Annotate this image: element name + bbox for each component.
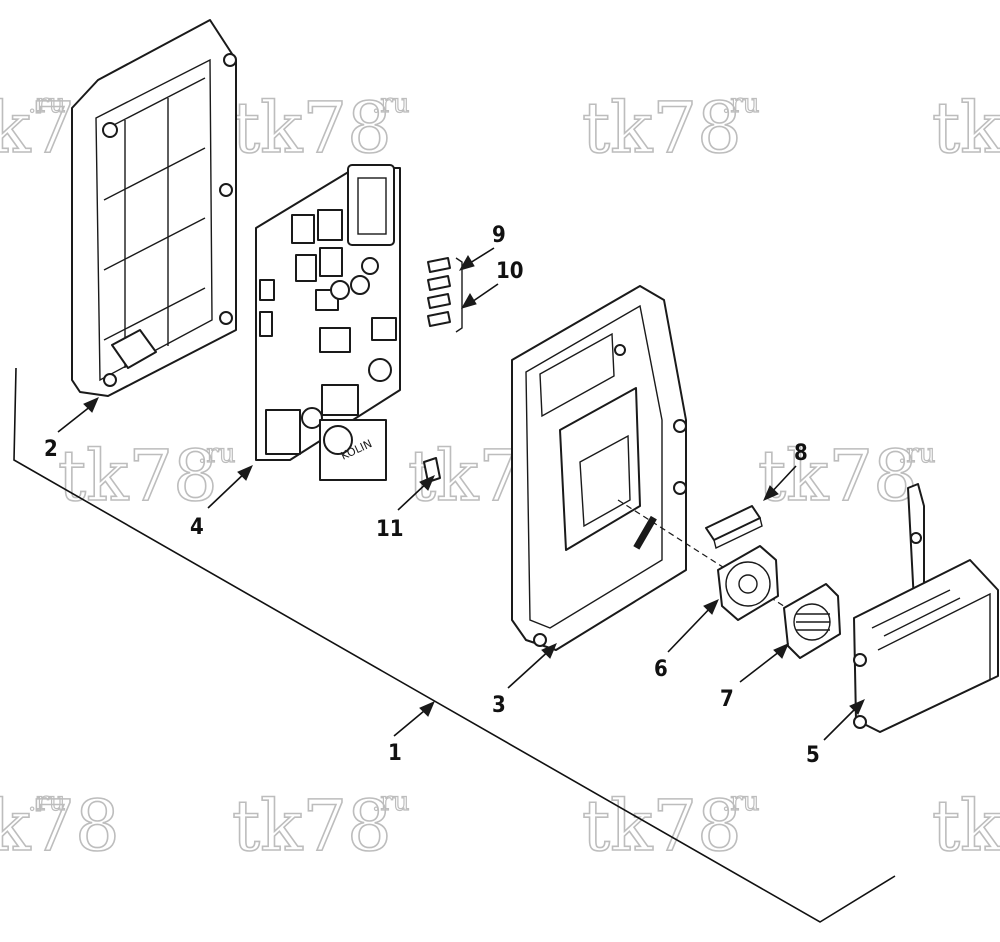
svg-text:.ru: .ru — [722, 787, 759, 817]
svg-text:.ru: .ru — [372, 787, 409, 817]
arrowhead-3 — [541, 643, 557, 659]
arrowhead-5 — [849, 699, 865, 715]
svg-text:tk78: tk78 — [582, 785, 742, 867]
watermark-top-right: tk78 — [931, 86, 1000, 170]
part-latch — [705, 505, 763, 550]
assembly-bracket-line — [13, 367, 896, 923]
arrowhead-7 — [773, 643, 789, 659]
svg-text:tk78: tk78 — [58, 435, 218, 517]
svg-text:tk78: tk78 — [232, 785, 392, 867]
arrowhead-9 — [458, 255, 475, 271]
arrowhead-6 — [703, 599, 719, 615]
arrowhead-1 — [419, 701, 435, 717]
watermark-mid-right: tk78.ru — [757, 434, 936, 518]
part-rear-cover — [71, 19, 237, 397]
part-small-clip — [423, 457, 441, 483]
watermark-bottom-left: tk78.ru — [0, 784, 120, 868]
callout-3: 3 — [492, 693, 506, 718]
arrowhead-8 — [763, 485, 779, 501]
watermark-top-center-left: tk78.ru — [231, 86, 410, 170]
svg-text:.ru: .ru — [372, 89, 409, 119]
callout-5: 5 — [806, 743, 820, 768]
callout-labels: 1 2 3 4 5 6 7 8 9 10 11 — [44, 223, 820, 768]
svg-text:.ru: .ru — [28, 787, 65, 817]
callout-6: 6 — [654, 657, 668, 682]
callout-leaders — [57, 247, 865, 741]
part-fan-guard — [783, 583, 841, 659]
arrowhead-4 — [237, 465, 253, 481]
arrowhead-11 — [419, 475, 435, 491]
callout-7: 7 — [720, 687, 734, 712]
part-front-housing — [511, 285, 687, 651]
watermark-layer: tk78.ru tk78.ru tk78.ru tk78 tk78.ru tk7… — [0, 86, 1000, 868]
part-fan — [717, 545, 779, 621]
svg-text:.ru: .ru — [722, 89, 759, 119]
callout-4: 4 — [190, 515, 204, 540]
svg-text:tk78: tk78 — [582, 87, 742, 169]
svg-text:tk78: tk78 — [0, 785, 120, 867]
watermark-top-center-right: tk78.ru — [581, 86, 760, 170]
watermark-bottom-right: tk78 — [931, 784, 1000, 868]
callout-11: 11 — [376, 517, 404, 542]
svg-text:tk78: tk78 — [232, 87, 392, 169]
svg-text:.ru: .ru — [898, 439, 935, 469]
svg-text:.ru: .ru — [198, 439, 235, 469]
svg-text:tk78: tk78 — [932, 87, 1000, 169]
callout-10: 10 — [496, 259, 524, 284]
arrowhead-2 — [83, 397, 99, 413]
watermark-bottom-center-left: tk78.ru — [231, 784, 410, 868]
svg-text:tk78: tk78 — [932, 785, 1000, 867]
callout-9: 9 — [492, 223, 506, 248]
arrowhead-10 — [460, 293, 477, 309]
callout-2: 2 — [44, 437, 58, 462]
watermark-bottom-center-right: tk78.ru — [581, 784, 760, 868]
part-main-board: KOLIN — [255, 164, 401, 481]
part-side-module — [853, 483, 999, 733]
svg-text:.ru: .ru — [28, 89, 65, 119]
watermark-mid-left: tk78.ru — [57, 434, 236, 518]
callout-8: 8 — [794, 441, 808, 466]
svg-text:tk78: tk78 — [758, 435, 918, 517]
callout-1: 1 — [388, 741, 402, 766]
part-connector-pins — [427, 257, 463, 333]
